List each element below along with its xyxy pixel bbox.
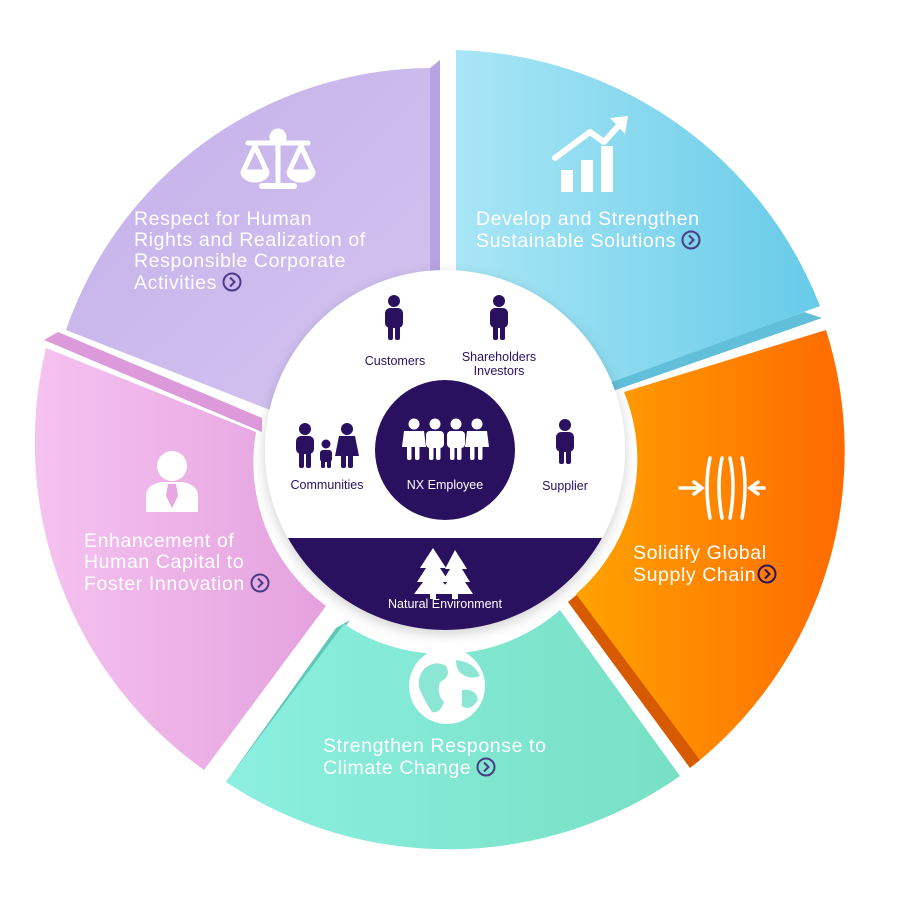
growth-chart-icon — [552, 116, 628, 192]
chevron-right-icon[interactable] — [476, 757, 496, 777]
segment-label-climate: Strengthen Response to Climate Change — [323, 735, 547, 779]
employee-group-icon — [402, 418, 489, 460]
chevron-right-icon[interactable] — [250, 573, 270, 593]
globe-icon — [409, 648, 485, 724]
employee-core — [375, 380, 515, 520]
family-icon — [296, 423, 359, 468]
stakeholder-environment: Natural Environment — [388, 597, 502, 611]
segment-label-capital: Enhancement of Human Capital to Foster I… — [84, 531, 270, 595]
stakeholder-shareholders: Shareholders Investors — [461, 350, 537, 378]
supplier-person-icon — [556, 419, 574, 464]
segment-label-supply: Solidify Global Supply Chain — [633, 543, 777, 586]
segment-solutions[interactable] — [456, 50, 820, 382]
customer-person-icon — [385, 295, 403, 340]
segment-supply[interactable] — [576, 330, 845, 760]
segment-climate[interactable] — [226, 610, 680, 850]
segment-capital[interactable] — [34, 348, 327, 770]
stakeholder-supplier: Supplier — [542, 479, 588, 493]
trees-icon — [414, 548, 473, 599]
chevron-right-icon[interactable] — [681, 230, 701, 250]
chevron-right-icon[interactable] — [757, 564, 777, 584]
chevron-right-icon[interactable] — [222, 272, 242, 292]
businessperson-icon — [146, 451, 198, 512]
segment-label-rights: Respect for Human Rights and Realization… — [134, 208, 366, 294]
stakeholder-employee: NX Employee — [406, 478, 484, 492]
stakeholder-communities: Communities — [290, 478, 364, 492]
segment-label-solutions: Develop and Strengthen Sustainable Solut… — [476, 208, 701, 252]
stakeholder-customers: Customers — [364, 354, 426, 368]
shareholder-person-icon — [490, 295, 508, 340]
scales-icon — [240, 128, 316, 189]
compress-arrows-icon — [678, 456, 766, 520]
